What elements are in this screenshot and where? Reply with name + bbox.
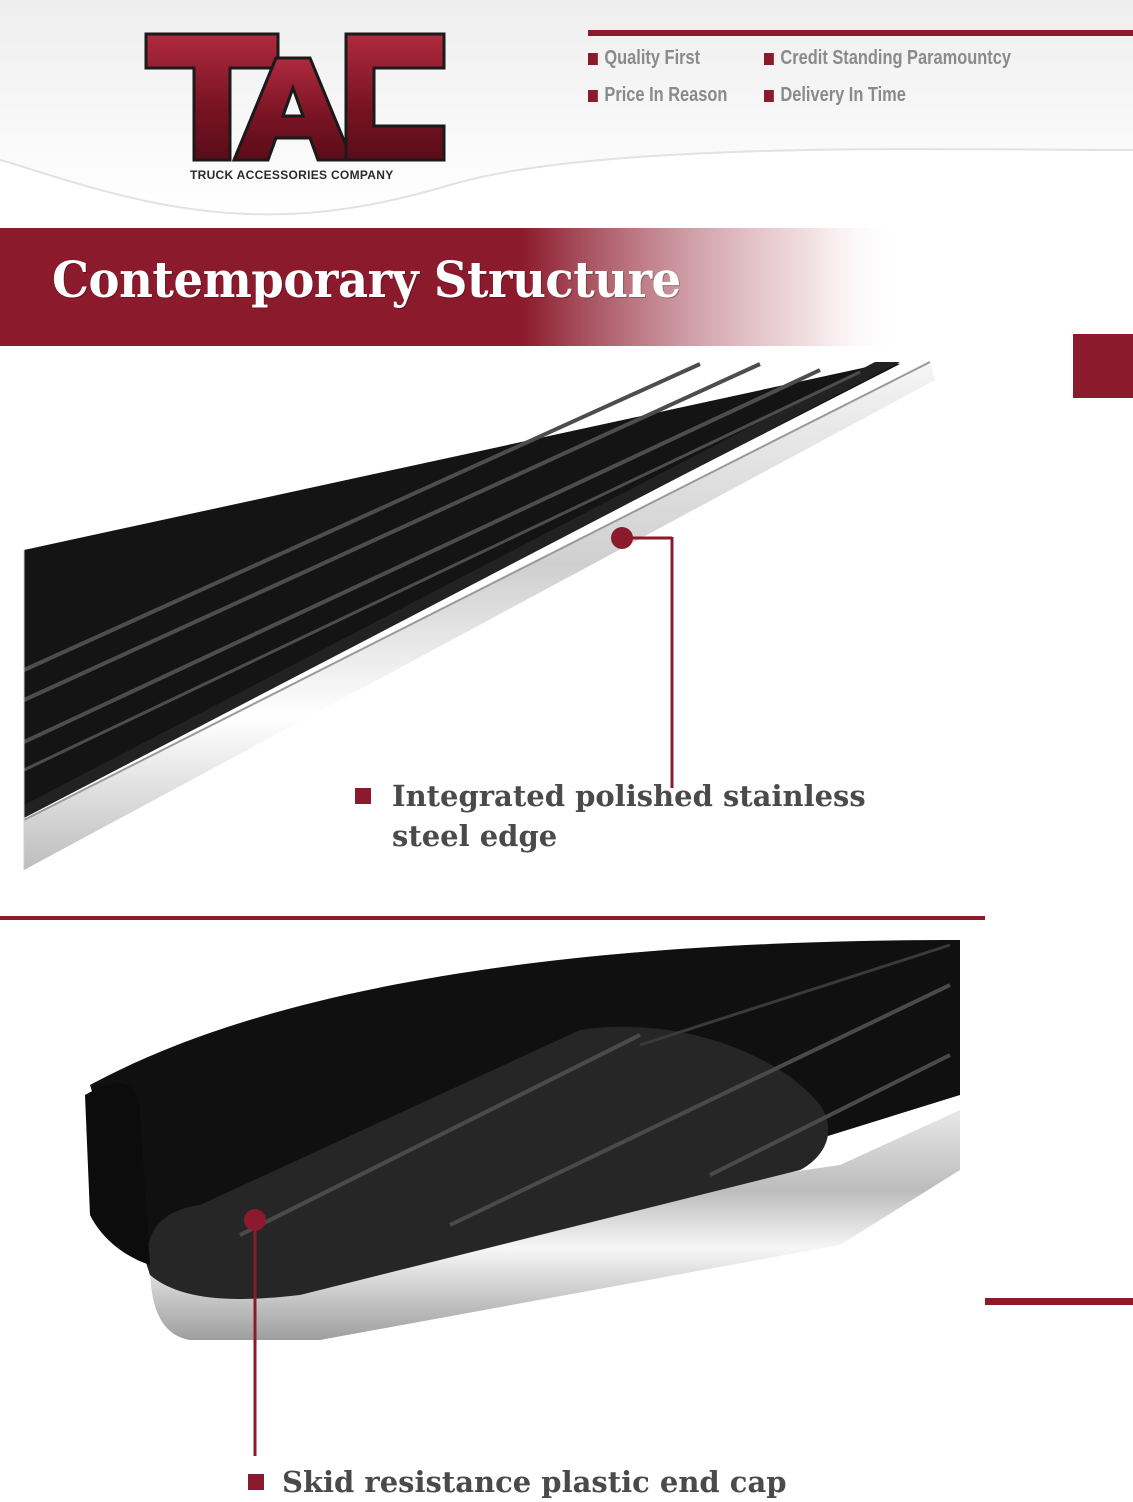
feature-callout-edge: Integrated polished stainless steel edge: [355, 776, 875, 856]
product-image-end-cap: [80, 935, 970, 1390]
feature-label-edge: Integrated polished stainless steel edge: [392, 779, 866, 853]
bullet-square-icon: [588, 52, 598, 65]
header-background: [0, 0, 1133, 225]
bullet-square-icon: [248, 1474, 264, 1490]
bullet-square-icon: [355, 788, 371, 804]
feature-label-end-cap: Skid resistance plastic end cap: [282, 1465, 787, 1499]
tagline-quality: Quality First: [588, 47, 700, 70]
dot-marker-icon: [244, 1209, 266, 1231]
decorative-block: [1073, 334, 1133, 398]
product-image-edge: [0, 350, 1000, 890]
logo-subtitle: TRUCK ACCESSORIES COMPANY: [190, 168, 394, 182]
callout-leader-end-cap: [240, 1208, 270, 1458]
tagline-delivery: Delivery In Time: [764, 84, 906, 107]
callout-leader-edge: [610, 526, 680, 790]
tagline-price: Price In Reason: [588, 84, 727, 107]
tac-logo: [138, 28, 454, 170]
section-banner: [0, 228, 900, 346]
dot-marker-icon: [611, 527, 633, 549]
section-divider: [0, 916, 985, 920]
bullet-square-icon: [588, 89, 598, 102]
tagline-credit: Credit Standing Paramountcy: [764, 47, 1011, 70]
bullet-square-icon: [764, 52, 774, 65]
decorative-bar: [985, 1298, 1133, 1305]
bullet-square-icon: [764, 89, 774, 102]
banner-title: Contemporary Structure: [52, 250, 681, 309]
feature-callout-end-cap: Skid resistance plastic end cap: [248, 1462, 868, 1502]
tagline-rule: [588, 30, 1133, 36]
